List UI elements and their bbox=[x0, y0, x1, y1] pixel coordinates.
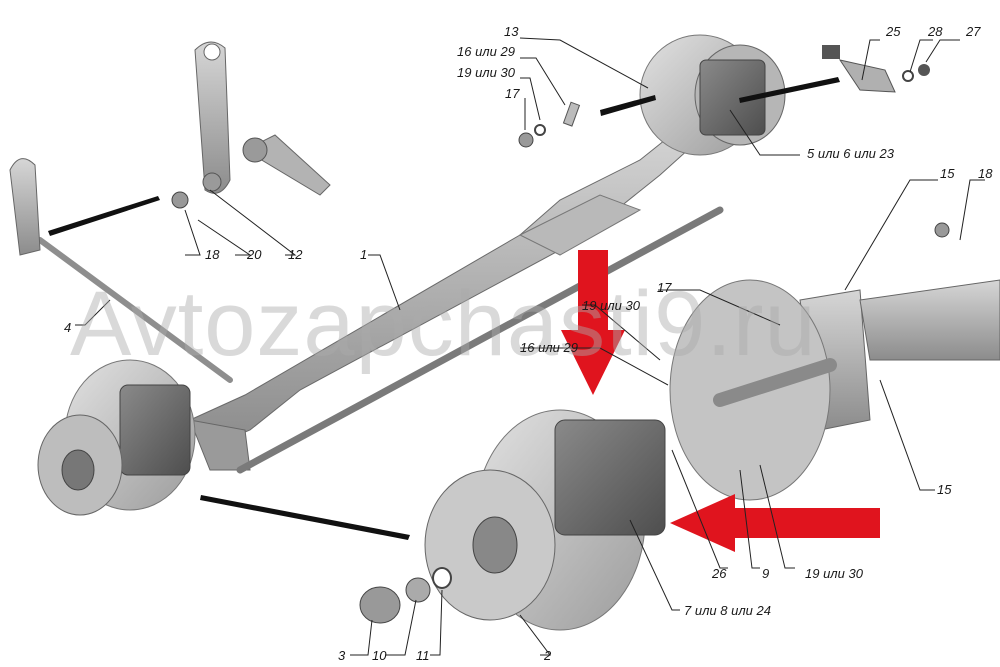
steering-arm-pitman bbox=[9, 41, 231, 256]
callout-5-6-23: 5 или 6 или 23 bbox=[807, 146, 894, 161]
left-hub-assembly bbox=[37, 359, 196, 516]
leader-arrows bbox=[48, 77, 840, 540]
callout-17-top: 17 bbox=[505, 86, 520, 101]
upper-brake-assembly bbox=[639, 34, 786, 156]
callout-10: 10 bbox=[372, 648, 387, 663]
callout-16-or-29-mid: 16 или 29 bbox=[520, 340, 578, 355]
callout-13: 13 bbox=[504, 24, 519, 39]
hub-small-parts bbox=[359, 567, 452, 624]
callout-3: 3 bbox=[338, 648, 346, 663]
callout-27: 27 bbox=[966, 24, 981, 39]
callout-lines bbox=[75, 37, 985, 656]
callout-11: 11 bbox=[416, 648, 430, 663]
callout-28: 28 bbox=[928, 24, 943, 39]
callout-19-or-30-top: 19 или 30 bbox=[457, 65, 515, 80]
callout-20: 20 bbox=[247, 247, 262, 262]
callout-7-8-24: 7 или 8 или 24 bbox=[684, 603, 771, 618]
callout-16-or-29-top: 16 или 29 bbox=[457, 44, 515, 59]
callout-18-right: 18 bbox=[978, 166, 993, 181]
callout-1: 1 bbox=[360, 247, 368, 262]
callout-15-top: 15 bbox=[940, 166, 955, 181]
bolts bbox=[171, 101, 950, 238]
callout-17-mid: 17 bbox=[657, 280, 672, 295]
callout-2: 2 bbox=[544, 648, 552, 663]
steering-knuckle bbox=[669, 279, 1000, 501]
callout-25: 25 bbox=[886, 24, 901, 39]
brake-disc-hub bbox=[424, 409, 666, 631]
callout-12: 12 bbox=[288, 247, 303, 262]
callout-15-bottom: 15 bbox=[937, 482, 952, 497]
callout-19-or-30-mid: 19 или 30 bbox=[582, 298, 640, 313]
callout-18-left: 18 bbox=[205, 247, 220, 262]
sensor-bracket bbox=[822, 45, 930, 93]
callout-19-or-30-bottom: 19 или 30 bbox=[805, 566, 863, 581]
callout-4: 4 bbox=[64, 320, 72, 335]
axle-beam bbox=[189, 119, 711, 471]
callout-26: 26 bbox=[712, 566, 727, 581]
tie-rod bbox=[37, 206, 724, 474]
highlight-arrows bbox=[561, 250, 880, 552]
tie-rod-end bbox=[242, 134, 331, 196]
callout-9: 9 bbox=[762, 566, 770, 581]
